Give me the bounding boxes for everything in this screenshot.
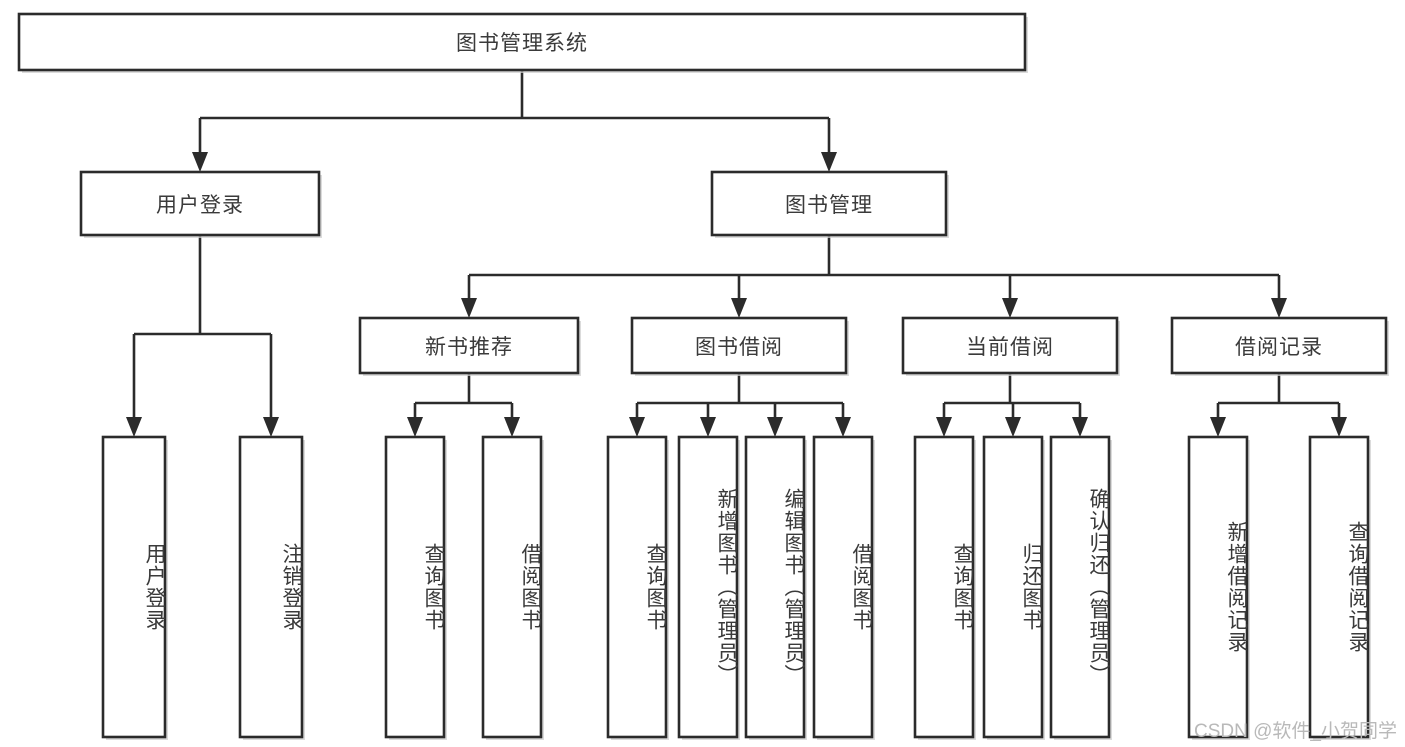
arrow-head xyxy=(936,417,952,437)
node-box-leaf-0[interactable] xyxy=(101,435,167,739)
node-boxes xyxy=(17,12,1389,740)
node-box-leaf-2[interactable] xyxy=(384,435,446,739)
node-box-level3-2[interactable] xyxy=(901,316,1119,375)
arrow-head xyxy=(504,417,520,437)
node-box-leaf-1[interactable] xyxy=(238,435,304,739)
node-box-root-0[interactable] xyxy=(17,12,1027,72)
node-box-leaf-9[interactable] xyxy=(982,435,1044,739)
arrow-head xyxy=(126,417,142,437)
node-box-level3-3[interactable] xyxy=(1170,316,1388,375)
arrow-head xyxy=(1331,417,1347,437)
arrow-head xyxy=(1002,298,1018,318)
arrow-head xyxy=(407,417,423,437)
arrow-head xyxy=(629,417,645,437)
node-box-leaf-5[interactable] xyxy=(677,435,739,739)
node-box-leaf-3[interactable] xyxy=(481,435,543,739)
node-box-leaf-12[interactable] xyxy=(1308,435,1370,739)
node-box-leaf-4[interactable] xyxy=(606,435,668,739)
node-box-leaf-8[interactable] xyxy=(913,435,975,739)
arrow-head xyxy=(835,417,851,437)
arrow-head xyxy=(192,152,208,172)
arrow-head xyxy=(461,298,477,318)
node-box-level3-0[interactable] xyxy=(358,316,580,375)
arrow-head xyxy=(263,417,279,437)
node-box-leaf-11[interactable] xyxy=(1187,435,1249,739)
arrow-head xyxy=(1072,417,1088,437)
node-box-level3-1[interactable] xyxy=(630,316,848,375)
arrow-head xyxy=(1271,298,1287,318)
arrow-head xyxy=(821,152,837,172)
node-box-level2-0[interactable] xyxy=(79,170,321,237)
node-box-leaf-10[interactable] xyxy=(1049,435,1111,739)
arrow-head xyxy=(1210,417,1226,437)
node-box-level2-1[interactable] xyxy=(710,170,948,237)
connector-lines xyxy=(126,70,1347,437)
arrow-head xyxy=(700,417,716,437)
node-box-leaf-6[interactable] xyxy=(744,435,806,739)
node-box-leaf-7[interactable] xyxy=(812,435,874,739)
arrow-head xyxy=(1005,417,1021,437)
arrow-head xyxy=(767,417,783,437)
arrow-head xyxy=(731,298,747,318)
